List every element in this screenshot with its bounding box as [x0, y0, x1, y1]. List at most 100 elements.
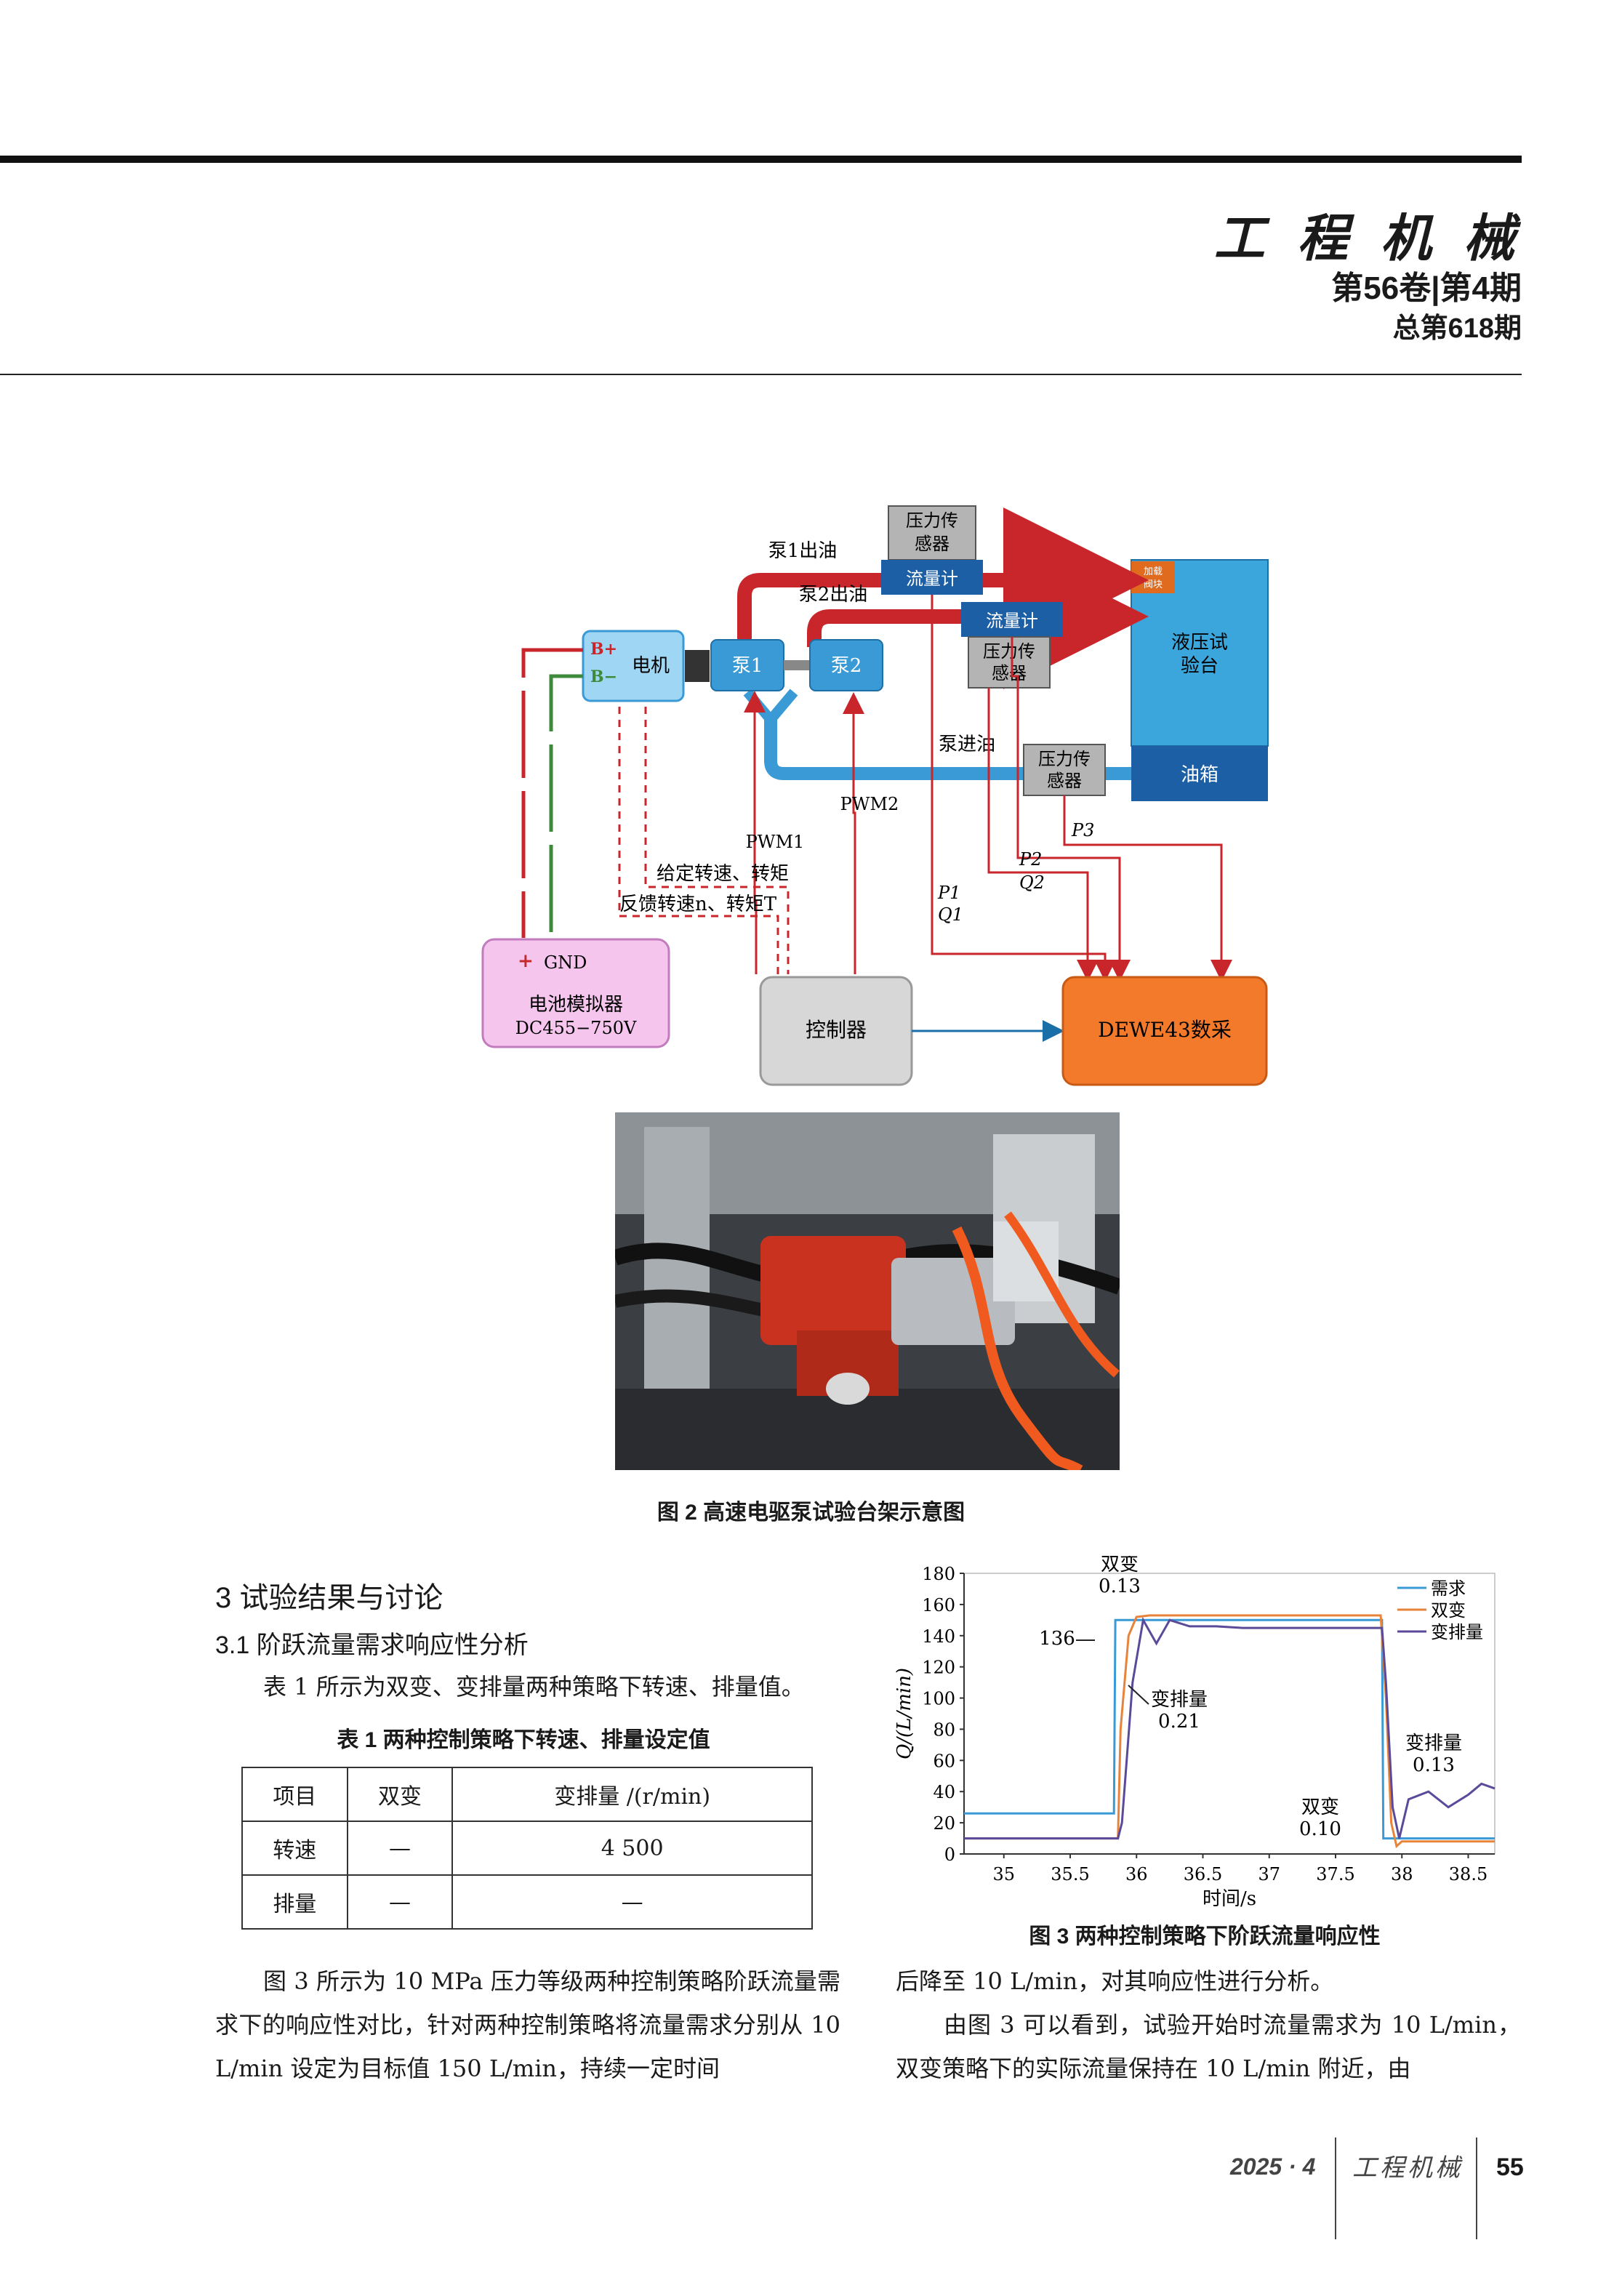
- x-tick-label: 36: [1125, 1864, 1148, 1884]
- feedback-label: 反馈转速n、转矩T: [619, 894, 777, 915]
- q2-label: Q2: [1019, 872, 1045, 893]
- pressure-sensor-1: [888, 505, 976, 561]
- pump2-label: 泵2: [831, 655, 862, 677]
- controller-label: 控制器: [806, 1018, 867, 1042]
- given-line: [644, 707, 790, 974]
- table-header-row: 项目 双变 变排量 /(r/min): [241, 1767, 813, 1822]
- table-cell: —: [346, 1874, 454, 1930]
- y-tick-label: 120: [922, 1658, 955, 1678]
- table1-caption: 表 1 两种控制策略下转速、排量设定值: [337, 1728, 710, 1752]
- table-cell: 转速: [241, 1821, 348, 1876]
- x-tick-label: 35: [992, 1864, 1015, 1884]
- table-header: 项目: [241, 1767, 348, 1822]
- y-tick-label: 140: [922, 1626, 955, 1647]
- ps1-label-1: 压力传: [906, 510, 958, 531]
- ps3-label-2: 感器: [1047, 771, 1082, 791]
- header-top-rule: [0, 156, 1522, 163]
- given-label: 给定转速、转矩: [657, 863, 789, 885]
- annotation-var-right: 变排量: [1405, 1733, 1462, 1754]
- footer-year-issue: 2025 · 4: [1230, 2153, 1316, 2180]
- motor-label: 电机: [632, 655, 670, 677]
- table-cell: —: [346, 1821, 454, 1876]
- p1-label: P1: [937, 883, 960, 903]
- oil-tank-box: [1131, 746, 1268, 801]
- test-bench-photo: [615, 1112, 1120, 1470]
- paragraph-2: 图 3 所示为 10 MPa 压力等级两种控制策略阶跃流量需求下的响应性对比，针…: [215, 1967, 840, 2082]
- y-tick-label: 40: [933, 1782, 955, 1802]
- footer-journal-logo: 工程机械: [1352, 2153, 1463, 2183]
- footer-divider: [1476, 2138, 1477, 2239]
- battery-simulator-box: [481, 938, 670, 1048]
- b-minus-label: B−: [590, 667, 617, 686]
- daq-box: [1061, 976, 1268, 1086]
- paragraph-3: 后降至 10 L/min，对其响应性进行分析。 由图 3 可以看到，试验开始时流…: [896, 1959, 1521, 2090]
- coupling-2: [784, 660, 810, 670]
- table-row: 转速 — 4 500: [241, 1821, 813, 1876]
- hydraulic-bench-label-1: 液压试: [1171, 632, 1228, 654]
- annotation-136: 136: [1039, 1628, 1075, 1650]
- pump-in-label: 泵进油: [939, 734, 995, 755]
- y-tick-label: 20: [933, 1813, 955, 1834]
- chart-annotations: 双变 0.13 136 变排量 0.21 变排量 0.13 双变 0.10: [1039, 1556, 1462, 1840]
- journal-logo: 工 程 机 械: [1213, 208, 1522, 268]
- figure2-caption: 图 2 高速电驱泵试验台架示意图: [657, 1501, 965, 1525]
- ps1-label-2: 感器: [915, 534, 949, 554]
- flowmeter-2: [961, 602, 1063, 637]
- ps2-label-1: 压力传: [983, 641, 1035, 662]
- ps3-label-1: 压力传: [1038, 749, 1091, 769]
- table1: 项目 双变 变排量 /(r/min) 转速 — 4 500 排量 — —: [241, 1767, 813, 1930]
- pressure-sensor-2: [968, 636, 1051, 689]
- x-tick-label: 35.5: [1051, 1864, 1089, 1884]
- y-tick-label: 80: [933, 1719, 955, 1740]
- footer-divider: [1335, 2138, 1336, 2239]
- issue-label: 第56卷|第4期: [1331, 270, 1522, 306]
- x-tick-label: 37: [1258, 1864, 1280, 1884]
- paragraph-3-line-1: 后降至 10 L/min，对其响应性进行分析。: [896, 1967, 1334, 1995]
- flowmeter-1-label: 流量计: [906, 569, 958, 589]
- p3-line: [1063, 795, 1232, 982]
- annotation-var-mid-value: 0.21: [1158, 1711, 1200, 1733]
- series-line-0: [964, 1618, 1495, 1840]
- plus-label: +: [518, 950, 534, 972]
- pump2-out-label: 泵2出油: [799, 584, 868, 606]
- pressure-sensor-3: [1023, 744, 1106, 796]
- table-cell: 4 500: [451, 1821, 813, 1876]
- pump1-out-label: 泵1出油: [768, 540, 838, 562]
- p2q2-line: [987, 688, 1099, 982]
- pwm2-line: [843, 692, 864, 974]
- power-positive-line: [521, 648, 583, 938]
- paragraph-3-line-2: 由图 3 可以看到，试验开始时流量需求为 10 L/min，双变策略下的实际流量…: [896, 2011, 1521, 2082]
- coupling-1: [685, 650, 710, 682]
- flowmeter-2-label: 流量计: [986, 611, 1038, 631]
- y-tick-label: 180: [922, 1564, 955, 1584]
- pwm2-label: PWM2: [840, 794, 899, 814]
- annotation-dual-bottom: 双变: [1301, 1797, 1339, 1818]
- y-axis-label: Q/(L/min): [894, 1668, 915, 1759]
- y-tick-label: 100: [922, 1689, 955, 1709]
- y-tick-label: 0: [944, 1845, 955, 1865]
- section-3-1-title: 3.1 阶跃流量需求响应性分析: [215, 1631, 529, 1659]
- x-tick-label: 37.5: [1316, 1864, 1354, 1884]
- oil-tank-label: 油箱: [1181, 764, 1218, 786]
- legend-label: 变排量: [1431, 1622, 1483, 1642]
- hydraulic-bench-label-2: 验台: [1181, 655, 1218, 677]
- annotation-dual-top-value: 0.13: [1099, 1576, 1141, 1597]
- chart-series: [964, 1614, 1495, 1849]
- x-axis-label: 时间/s: [1203, 1888, 1256, 1910]
- pump1-label: 泵1: [732, 655, 763, 677]
- x-tick-label: 38: [1391, 1864, 1413, 1884]
- p2-branch-line: [1011, 637, 1131, 982]
- page-number: 55: [1496, 2153, 1524, 2181]
- total-issue-label: 总第618期: [1392, 313, 1522, 344]
- figure3-caption: 图 3 两种控制策略下阶跃流量响应性: [1029, 1924, 1381, 1948]
- annotation-dual-bottom-value: 0.10: [1299, 1818, 1341, 1840]
- pump2-outlet-pipe: [807, 544, 1149, 689]
- battery-sim-label-1: 电池模拟器: [529, 994, 623, 1016]
- test-bench-diagram: 加载 阀块 液压试 验台 油箱 压力传 感器 流量计 流量计 压力传 感器 压力…: [481, 505, 1269, 1086]
- motor-box: [582, 630, 685, 702]
- pump1-outlet-pipe: [737, 507, 1149, 653]
- load-valve-label-1: 加载: [1144, 566, 1163, 577]
